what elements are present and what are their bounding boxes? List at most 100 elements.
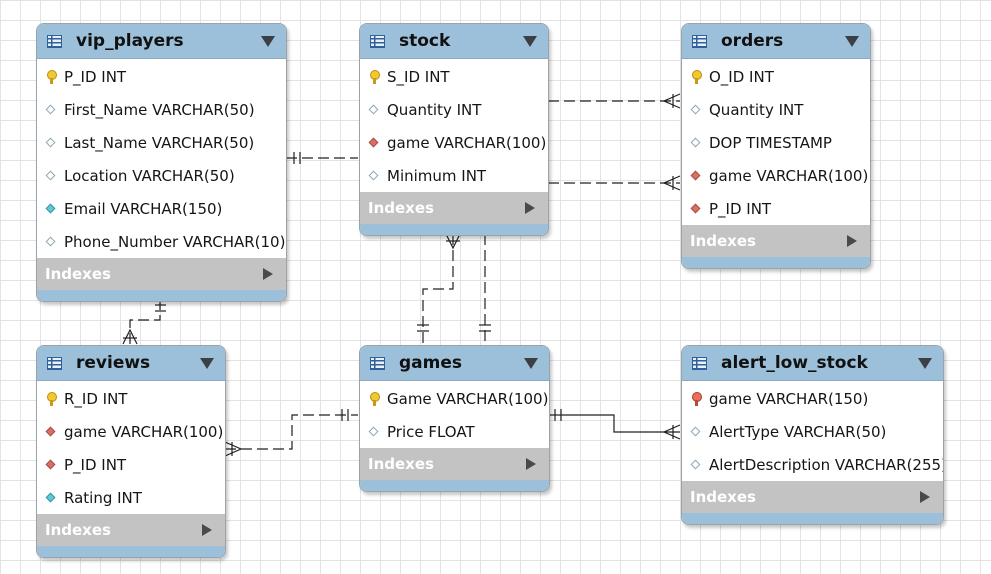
collapse-triangle-icon[interactable] <box>261 36 275 47</box>
diamond-empty-icon <box>689 425 703 439</box>
indexes-section[interactable]: Indexes <box>360 448 549 480</box>
indexes-section[interactable]: Indexes <box>682 481 943 513</box>
diamond-empty-icon <box>44 103 58 117</box>
column-row[interactable]: Last_Name VARCHAR(50) <box>37 126 286 159</box>
expand-triangle-icon[interactable] <box>202 524 212 536</box>
column-list: game VARCHAR(150) AlertType VARCHAR(50) Al… <box>682 381 943 481</box>
column-row[interactable]: Price FLOAT <box>360 415 549 448</box>
collapse-triangle-icon[interactable] <box>845 36 859 47</box>
cardinality-marker <box>122 328 138 345</box>
column-row[interactable]: Rating INT <box>37 481 225 514</box>
diamond-red-icon <box>44 425 58 439</box>
column-row[interactable]: First_Name VARCHAR(50) <box>37 93 286 126</box>
indexes-label: Indexes <box>690 232 756 250</box>
table-header[interactable]: alert_low_stock <box>682 346 943 381</box>
column-text: Quantity INT <box>709 100 804 119</box>
expand-triangle-icon[interactable] <box>263 268 273 280</box>
indexes-label: Indexes <box>45 265 111 283</box>
column-row[interactable]: game VARCHAR(100) <box>37 415 225 448</box>
column-text: P_ID INT <box>709 199 772 218</box>
column-row[interactable]: P_ID INT <box>682 192 870 225</box>
relationship-line <box>549 414 680 433</box>
diamond-red-icon <box>44 458 58 472</box>
indexes-section[interactable]: Indexes <box>37 514 225 546</box>
cardinality-marker <box>224 441 243 457</box>
cardinality-marker <box>445 233 461 250</box>
column-row[interactable]: O_ID INT <box>682 60 870 93</box>
column-row[interactable]: Location VARCHAR(50) <box>37 159 286 192</box>
indexes-label: Indexes <box>690 488 756 506</box>
column-text: Phone_Number VARCHAR(10) <box>64 232 286 251</box>
column-text: P_ID INT <box>64 67 127 86</box>
diamond-red-icon <box>689 169 703 183</box>
column-row[interactable]: Email VARCHAR(150) <box>37 192 286 225</box>
column-row[interactable]: Quantity INT <box>360 93 548 126</box>
diamond-empty-icon <box>44 169 58 183</box>
column-row[interactable]: AlertType VARCHAR(50) <box>682 415 943 448</box>
diamond-cyan-icon <box>44 202 58 216</box>
column-row[interactable]: P_ID INT <box>37 60 286 93</box>
column-row[interactable]: Game VARCHAR(100) <box>360 382 549 415</box>
key-icon <box>44 69 58 84</box>
column-row[interactable]: game VARCHAR(150) <box>682 382 943 415</box>
column-text: DOP TIMESTAMP <box>709 133 832 152</box>
relationship-line <box>225 414 358 450</box>
diamond-red-icon <box>689 202 703 216</box>
collapse-triangle-icon[interactable] <box>200 358 214 369</box>
table-footer <box>37 546 225 557</box>
column-text: Location VARCHAR(50) <box>64 166 235 185</box>
indexes-section[interactable]: Indexes <box>37 258 286 290</box>
column-row[interactable]: Quantity INT <box>682 93 870 126</box>
column-text: AlertType VARCHAR(50) <box>709 422 887 441</box>
collapse-triangle-icon[interactable] <box>524 358 538 369</box>
column-text: P_ID INT <box>64 455 127 474</box>
column-row[interactable]: P_ID INT <box>37 448 225 481</box>
indexes-section[interactable]: Indexes <box>682 225 870 257</box>
column-row[interactable]: S_ID INT <box>360 60 548 93</box>
column-row[interactable]: DOP TIMESTAMP <box>682 126 870 159</box>
table-header[interactable]: reviews <box>37 346 225 381</box>
table-header[interactable]: stock <box>360 24 548 59</box>
table-name: alert_low_stock <box>721 353 868 373</box>
column-row[interactable]: Phone_Number VARCHAR(10) <box>37 225 286 258</box>
indexes-label: Indexes <box>368 455 434 473</box>
table-footer <box>682 513 943 524</box>
column-text: AlertDescription VARCHAR(255) <box>709 455 944 474</box>
expand-triangle-icon[interactable] <box>526 458 536 470</box>
diamond-cyan-icon <box>44 491 58 505</box>
indexes-section[interactable]: Indexes <box>360 192 548 224</box>
column-row[interactable]: Minimum INT <box>360 159 548 192</box>
expand-triangle-icon[interactable] <box>920 491 930 503</box>
column-text: Email VARCHAR(150) <box>64 199 223 218</box>
column-text: Game VARCHAR(100) <box>387 389 549 408</box>
table-header[interactable]: orders <box>682 24 870 59</box>
column-row[interactable]: R_ID INT <box>37 382 225 415</box>
collapse-triangle-icon[interactable] <box>523 36 537 47</box>
collapse-triangle-icon[interactable] <box>918 358 932 369</box>
column-row[interactable]: AlertDescription VARCHAR(255) <box>682 448 943 481</box>
table-header[interactable]: vip_players <box>37 24 286 59</box>
column-text: game VARCHAR(100) <box>709 166 869 185</box>
column-text: S_ID INT <box>387 67 450 86</box>
table-icon <box>47 34 62 48</box>
column-text: Last_Name VARCHAR(50) <box>64 133 255 152</box>
expand-triangle-icon[interactable] <box>525 202 535 214</box>
table-icon <box>370 34 385 48</box>
expand-triangle-icon[interactable] <box>847 235 857 247</box>
cardinality-marker <box>662 175 681 191</box>
column-row[interactable]: game VARCHAR(100) <box>682 159 870 192</box>
column-text: Price FLOAT <box>387 422 475 441</box>
column-text: O_ID INT <box>709 67 774 86</box>
column-row[interactable]: game VARCHAR(100) <box>360 126 548 159</box>
column-list: O_ID INT Quantity INT DOP TIMESTAMP game VA… <box>682 59 870 225</box>
table-header[interactable]: games <box>360 346 549 381</box>
diamond-empty-icon <box>689 103 703 117</box>
